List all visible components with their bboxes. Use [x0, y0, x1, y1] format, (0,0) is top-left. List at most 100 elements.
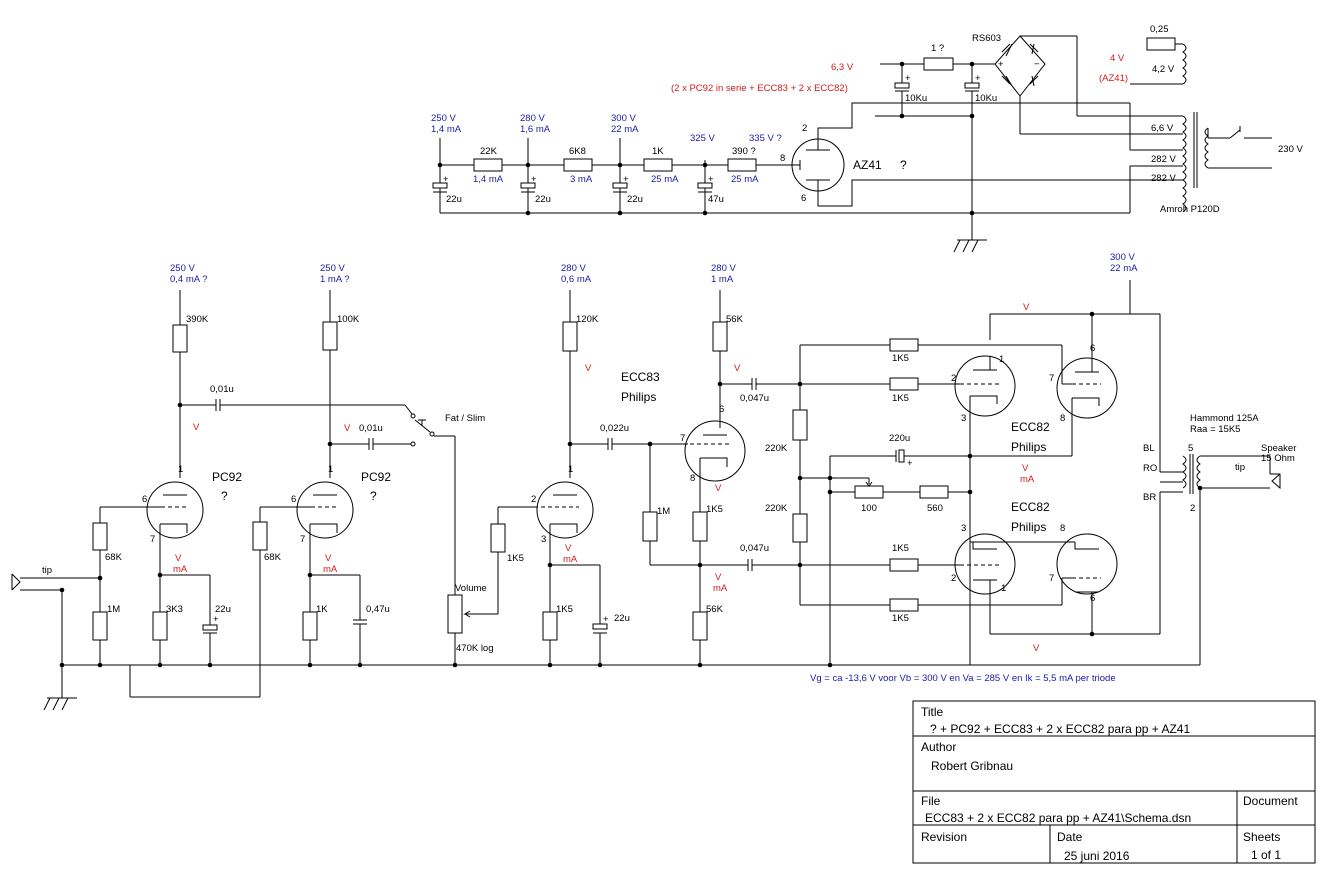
psu-cap-2-value: 22u: [535, 194, 551, 205]
author-value: Robert Gribnau: [931, 759, 1013, 773]
psu-r2-value: 6K8: [569, 146, 586, 157]
ecc82-bot-pin8: 8: [1060, 523, 1065, 534]
pi-rs3: 1K5: [892, 543, 909, 554]
psu-node3-voltage: 300 V: [611, 113, 636, 124]
ecc82-top-v: V: [1022, 463, 1029, 474]
pc92-1-cc: 0,01u: [210, 384, 234, 395]
pc92-stage-1: [92, 290, 405, 668]
svg-text:+: +: [907, 458, 913, 469]
pc92-1-supply-i: 0,4 mA ?: [170, 274, 208, 285]
fat-slim-switch[interactable]: [404, 404, 456, 595]
pc92-1-cathode-ma: mA: [173, 564, 188, 575]
psu-node1-voltage: 250 V: [431, 113, 456, 124]
svg-text:+: +: [905, 73, 911, 84]
pc92-2-rk: 1K: [316, 604, 328, 615]
pi-rg1: 220K: [765, 443, 788, 454]
document-label: Document: [1243, 794, 1298, 808]
az41-question: ?: [900, 158, 907, 172]
ecc83-a-supply-v: 280 V: [561, 263, 586, 274]
title-block: [912, 700, 1316, 864]
psu-cap-2: [520, 182, 536, 193]
sheets-value: 1 of 1: [1251, 848, 1281, 862]
ecc82-top-pin3: 3: [961, 413, 966, 424]
psu-r4-current: 25 mA: [731, 174, 759, 185]
pi-rs2: 1K5: [892, 393, 909, 404]
psu-resistor-6k8: [563, 158, 593, 172]
out-ro: RO: [1143, 463, 1157, 474]
transformer-230v: 230 V: [1278, 144, 1303, 155]
pc92-1-rin: 1M: [107, 604, 120, 615]
power-transformer: [1129, 37, 1272, 213]
transformer-282a: 282 V: [1151, 154, 1176, 165]
bridge-rectifier: + −: [994, 35, 1183, 135]
input-ground-symbol: [43, 697, 77, 711]
ecc82-top-pair: [954, 280, 1183, 665]
ecc83-b-cathode-v: V: [715, 483, 722, 494]
ecc82-bot-pin6: 6: [1090, 593, 1095, 604]
ecc83-ra1: 120K: [576, 314, 599, 325]
az41-pin6: 6: [801, 193, 806, 204]
revision-label: Revision: [921, 830, 967, 844]
pc92-2-pin1: 1: [328, 464, 333, 475]
pc92-2-supply-v: 250 V: [320, 263, 345, 274]
volume-rs: 1K5: [507, 553, 524, 564]
ecc83-a-supply-i: 0,6 mA: [561, 274, 592, 285]
ecc82-top-pin1: 1: [999, 354, 1004, 365]
pi-r560: 560: [927, 503, 943, 514]
volume-pot[interactable]: [447, 506, 538, 665]
file-value: ECC83 + 2 x ECC82 para pp + AZ41\Schema.…: [925, 811, 1191, 825]
pi-r100: 100: [861, 503, 877, 514]
ecc83-rk1: 1K5: [556, 604, 573, 615]
bridge-label: RS603: [972, 33, 1001, 44]
transformer-az41-note: (AZ41): [1099, 73, 1128, 84]
pi-c1: 0,047u: [740, 393, 769, 404]
ecc82-top-pin6: 6: [1090, 343, 1095, 354]
ecc83-pin1: 1: [568, 464, 573, 475]
title-value: ? + PC92 + ECC83 + 2 x ECC82 para pp + A…: [930, 722, 1190, 736]
ecc83-a-cathode-ma: mA: [563, 554, 578, 565]
svg-text:+: +: [708, 174, 714, 185]
heater-cap1-value: 10Ku: [905, 93, 927, 104]
transformer-282b: 282 V: [1151, 173, 1176, 184]
psu-cap-1-value: 22u: [446, 194, 462, 205]
svg-text:+: +: [213, 614, 219, 625]
psu-r3-value: 1K: [652, 146, 664, 157]
transformer-4v: 4 V: [1110, 53, 1125, 64]
psu-resistor-390: [727, 158, 757, 172]
pc92-2-v: V: [344, 423, 351, 434]
out-speaker: Speaker: [1261, 443, 1296, 454]
pc92-2-rg: 68K: [264, 552, 282, 563]
ecc83-ck1: 22u: [614, 613, 630, 624]
out-tip: tip: [1235, 462, 1245, 473]
ecc82-bot-pin2: 2: [951, 573, 956, 584]
ecc83-rg2: 1M: [657, 506, 670, 517]
svg-text:+: +: [531, 174, 537, 185]
heater-resistor: [923, 57, 954, 71]
psu-ground-symbol: [953, 239, 987, 253]
sheets-label: Sheets: [1243, 830, 1280, 844]
ecc83-b-k2-ma: mA: [713, 583, 728, 594]
file-label: File: [921, 794, 941, 808]
ecc83-a-cathode-v: V: [565, 543, 572, 554]
svg-text:+: +: [603, 614, 609, 625]
ecc83-pin2: 2: [531, 494, 536, 505]
pc92-1-cathode-v: V: [175, 553, 182, 564]
pc92-1-pin7: 7: [150, 534, 155, 545]
psu-cap-4: [697, 182, 713, 193]
volume-label: Volume: [455, 583, 487, 594]
pc92-2-cc: 0,01u: [359, 423, 383, 434]
out-trafo-name: Hammond 125A: [1190, 413, 1259, 424]
input-tip-label: tip: [42, 565, 52, 576]
input-jack: [11, 573, 100, 711]
psu-cap-3: [612, 182, 628, 193]
ecc82-top-pin8: 8: [1060, 413, 1065, 424]
psu-resistor-1k: [643, 158, 673, 172]
az41-pin8: 8: [780, 153, 785, 164]
ecc82-bot-anode-v: V: [1033, 643, 1040, 654]
ecc83-b-k2-v: V: [715, 572, 722, 583]
output-transformer: [1160, 454, 1281, 665]
pc92-1-rk: 3K3: [166, 604, 183, 615]
pc92-2-label: PC92: [361, 470, 391, 484]
ecc83-pin6: 6: [719, 404, 724, 415]
pc92-stage-2: [252, 290, 410, 668]
